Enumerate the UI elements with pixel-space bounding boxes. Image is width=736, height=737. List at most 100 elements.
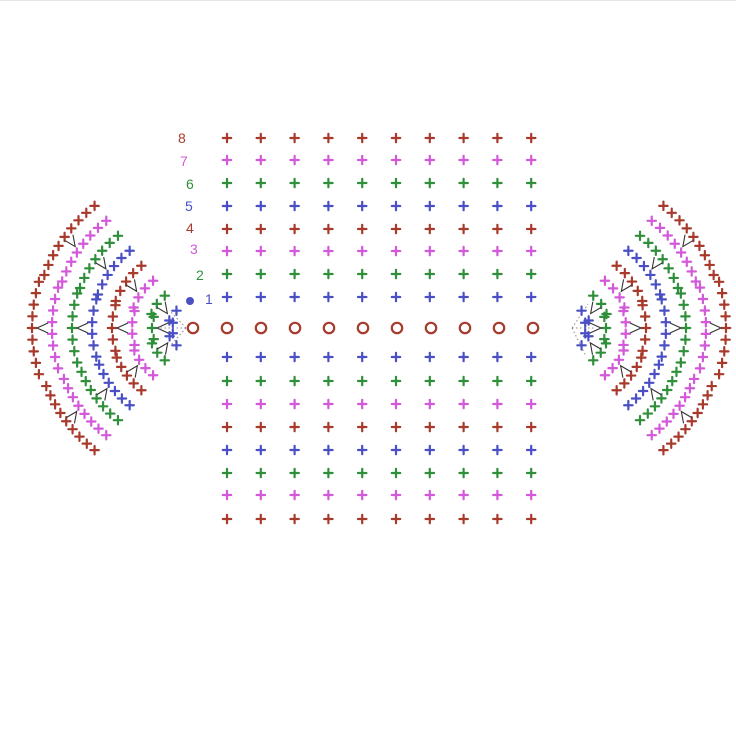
single-crochet-symbol <box>492 398 503 410</box>
single-crochet-symbol <box>674 215 685 226</box>
single-crochet-symbol <box>84 263 95 274</box>
single-crochet-symbol <box>26 322 38 334</box>
single-crochet-symbol <box>458 223 469 235</box>
single-crochet-symbol <box>159 290 171 301</box>
single-crochet-symbol <box>623 399 634 411</box>
single-crochet-symbol <box>111 352 123 363</box>
single-crochet-symbol <box>59 231 70 243</box>
single-crochet-symbol <box>611 384 622 396</box>
single-crochet-symbol <box>93 359 105 371</box>
single-crochet-symbol <box>147 275 159 287</box>
single-crochet-symbol <box>613 354 625 366</box>
single-crochet-symbol <box>619 378 630 389</box>
single-crochet-symbol <box>458 177 469 189</box>
single-crochet-symbol <box>221 223 233 235</box>
single-crochet-symbol <box>356 154 368 166</box>
single-crochet-symbol <box>255 245 267 257</box>
single-crochet-symbol <box>78 272 90 284</box>
single-crochet-symbol <box>110 299 121 311</box>
single-crochet-symbol <box>525 268 537 280</box>
single-crochet-symbol <box>121 370 133 381</box>
single-crochet-symbol <box>356 177 368 189</box>
row-number-label: 6 <box>186 176 194 192</box>
single-crochet-symbol <box>583 330 594 342</box>
single-crochet-symbol <box>79 408 90 420</box>
increase-symbol <box>589 341 601 355</box>
single-crochet-symbol <box>323 132 334 144</box>
single-crochet-symbol <box>52 363 64 374</box>
row-number-label: 3 <box>190 241 198 257</box>
single-crochet-symbol <box>424 245 436 257</box>
single-crochet-symbol <box>458 489 469 501</box>
single-crochet-symbol <box>28 346 40 357</box>
single-crochet-symbol <box>356 132 368 144</box>
single-crochet-symbol <box>67 423 78 435</box>
single-crochet-symbol <box>323 421 334 433</box>
single-crochet-symbol <box>221 513 233 525</box>
single-crochet-symbol <box>255 398 267 410</box>
single-crochet-symbol <box>658 444 669 456</box>
increase-symbol <box>95 256 107 270</box>
single-crochet-symbol <box>390 489 402 501</box>
single-crochet-symbol <box>660 328 672 340</box>
single-crochet-symbol <box>289 351 300 363</box>
single-crochet-symbol <box>680 311 691 322</box>
single-crochet-symbol <box>694 282 706 293</box>
single-crochet-symbol <box>635 352 647 363</box>
single-crochet-symbol <box>323 200 334 212</box>
single-crochet-symbol <box>424 200 436 212</box>
connector-line <box>571 303 589 329</box>
single-crochet-symbol <box>255 200 267 212</box>
single-crochet-symbol <box>694 240 705 252</box>
single-crochet-symbol <box>159 355 171 366</box>
single-crochet-symbol <box>28 299 40 310</box>
single-crochet-symbol <box>680 423 691 435</box>
single-crochet-symbol <box>424 268 436 280</box>
increase-symbol <box>157 341 169 355</box>
single-crochet-symbol <box>221 489 233 501</box>
single-crochet-symbol <box>630 393 642 404</box>
single-crochet-symbol <box>699 249 711 261</box>
single-crochet-symbol <box>525 223 537 235</box>
single-crochet-symbol <box>458 351 469 363</box>
single-crochet-symbol <box>221 245 233 257</box>
single-crochet-symbol <box>107 334 119 345</box>
single-crochet-symbol <box>424 513 436 525</box>
single-crochet-symbol <box>708 269 719 281</box>
single-crochet-symbol <box>289 223 300 235</box>
single-crochet-symbol <box>525 375 537 387</box>
single-crochet-symbol <box>458 132 469 144</box>
single-crochet-symbol <box>619 267 631 279</box>
single-crochet-symbol <box>673 431 684 442</box>
single-crochet-symbol <box>672 282 684 294</box>
single-crochet-symbol <box>424 421 436 433</box>
single-crochet-symbol <box>720 322 732 334</box>
single-crochet-symbol <box>62 382 74 394</box>
single-crochet-symbol <box>671 366 682 378</box>
single-crochet-symbol <box>46 328 58 340</box>
single-crochet-symbol <box>30 287 42 299</box>
single-crochet-symbol <box>106 322 118 334</box>
single-crochet-symbol <box>424 132 436 144</box>
single-crochet-symbol <box>221 375 233 387</box>
single-crochet-symbol <box>67 311 78 322</box>
single-crochet-symbol <box>654 423 665 434</box>
single-crochet-symbol <box>116 252 127 264</box>
single-crochet-symbol <box>661 384 673 396</box>
single-crochet-symbol <box>40 380 52 392</box>
single-crochet-symbol <box>458 154 469 166</box>
single-crochet-symbol <box>104 408 116 419</box>
single-crochet-symbol <box>86 328 98 340</box>
single-crochet-symbol <box>89 200 100 212</box>
single-crochet-symbol <box>525 291 537 303</box>
single-crochet-symbol <box>289 268 300 280</box>
single-crochet-symbol <box>120 276 132 287</box>
single-crochet-symbol <box>46 316 58 328</box>
single-crochet-symbol <box>390 177 402 189</box>
single-crochet-symbol <box>492 132 503 144</box>
single-crochet-symbol <box>694 363 706 374</box>
single-crochet-symbol <box>668 408 679 420</box>
single-crochet-symbol <box>626 276 638 287</box>
single-crochet-symbol <box>221 444 233 456</box>
